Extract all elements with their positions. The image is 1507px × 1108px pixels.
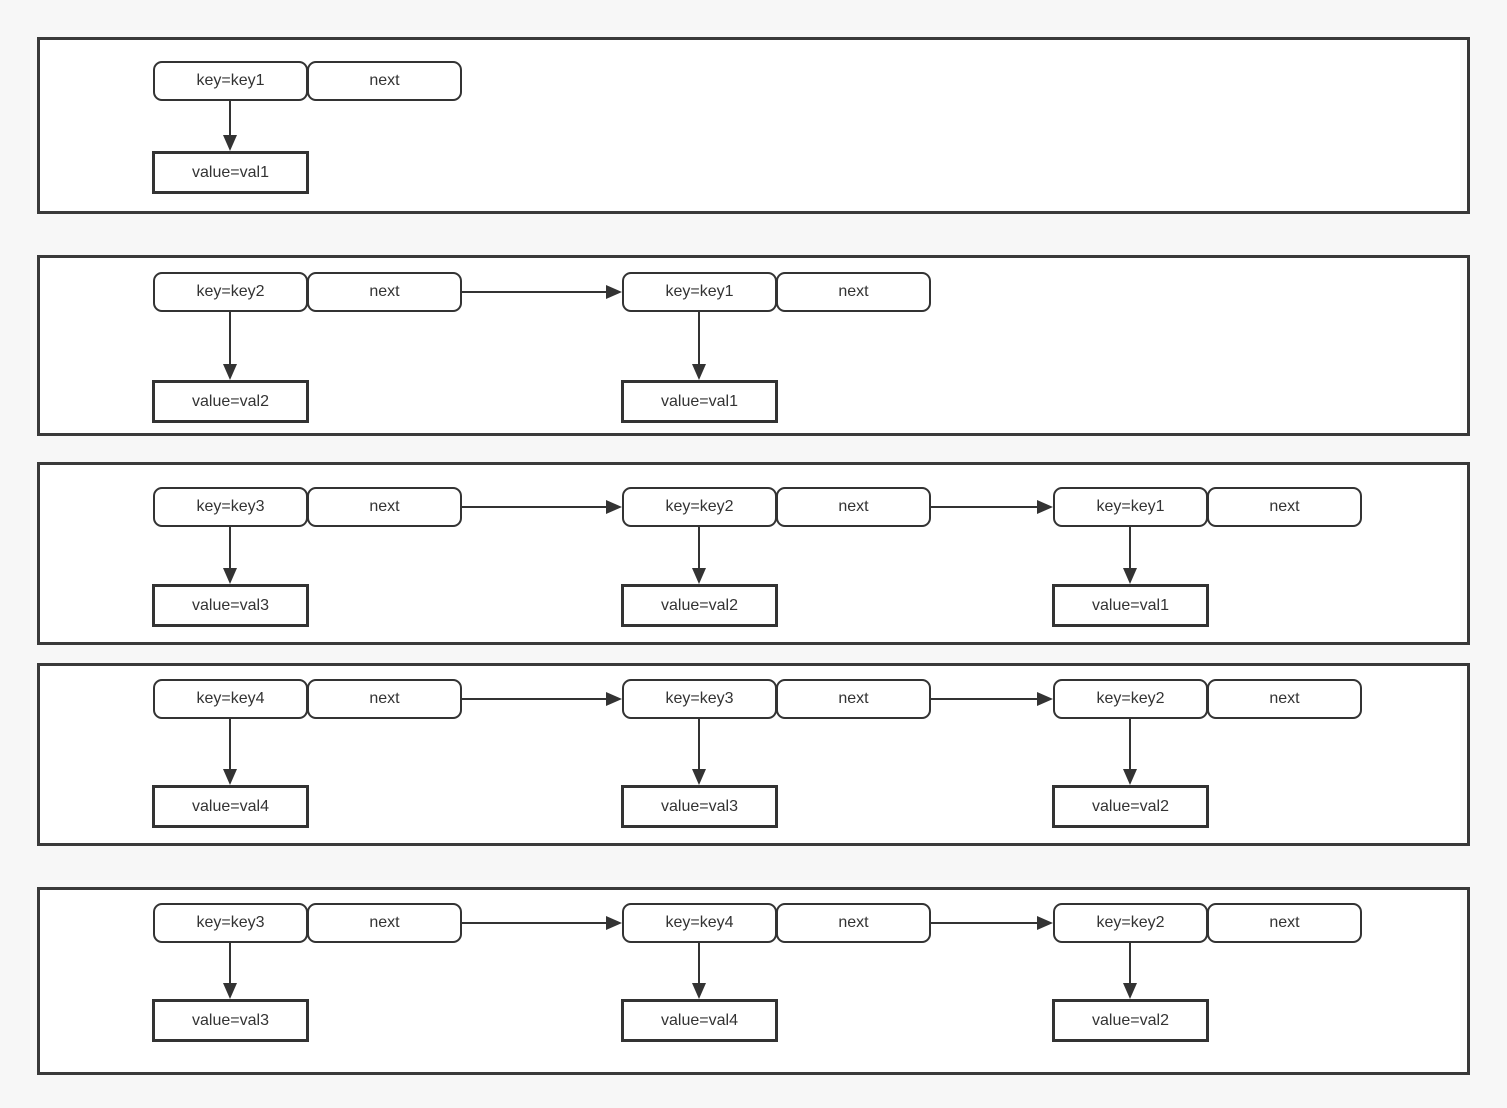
value-box: value=val4 xyxy=(621,999,778,1042)
key-box: key=key2 xyxy=(1053,679,1208,719)
step-panel-4: key=key4 next value=val4 key=key3 next v… xyxy=(37,663,1470,846)
down-arrow-icon xyxy=(1123,719,1137,785)
right-arrow-icon xyxy=(462,500,622,514)
next-pointer-box: next xyxy=(776,679,931,719)
value-box: value=val3 xyxy=(621,785,778,828)
next-pointer-box: next xyxy=(307,679,462,719)
next-pointer-box: next xyxy=(776,487,931,527)
value-box: value=val3 xyxy=(152,999,309,1042)
key-box: key=key3 xyxy=(153,487,308,527)
right-arrow-icon xyxy=(931,916,1053,930)
key-box: key=key4 xyxy=(153,679,308,719)
step-panel-1: key=key1 next value=val1 xyxy=(37,37,1470,214)
key-box: key=key4 xyxy=(622,903,777,943)
right-arrow-icon xyxy=(462,916,622,930)
next-pointer-box: next xyxy=(1207,679,1362,719)
value-box: value=val1 xyxy=(621,380,778,423)
key-box: key=key3 xyxy=(153,903,308,943)
next-pointer-box: next xyxy=(307,61,462,101)
right-arrow-icon xyxy=(931,500,1053,514)
right-arrow-icon xyxy=(462,692,622,706)
down-arrow-icon xyxy=(692,943,706,999)
down-arrow-icon xyxy=(1123,943,1137,999)
key-box: key=key1 xyxy=(622,272,777,312)
down-arrow-icon xyxy=(692,719,706,785)
value-box: value=val2 xyxy=(621,584,778,627)
next-pointer-box: next xyxy=(776,272,931,312)
value-box: value=val2 xyxy=(1052,785,1209,828)
step-panel-3: key=key3 next value=val3 key=key2 next v… xyxy=(37,462,1470,645)
down-arrow-icon xyxy=(692,527,706,584)
down-arrow-icon xyxy=(223,943,237,999)
right-arrow-icon xyxy=(931,692,1053,706)
key-box: key=key3 xyxy=(622,679,777,719)
value-box: value=val2 xyxy=(152,380,309,423)
right-arrow-icon xyxy=(462,285,622,299)
value-box: value=val4 xyxy=(152,785,309,828)
value-box: value=val1 xyxy=(152,151,309,194)
down-arrow-icon xyxy=(223,312,237,380)
down-arrow-icon xyxy=(223,101,237,151)
next-pointer-box: next xyxy=(307,903,462,943)
value-box: value=val2 xyxy=(1052,999,1209,1042)
next-pointer-box: next xyxy=(776,903,931,943)
next-pointer-box: next xyxy=(307,272,462,312)
value-box: value=val3 xyxy=(152,584,309,627)
down-arrow-icon xyxy=(692,312,706,380)
down-arrow-icon xyxy=(223,527,237,584)
key-box: key=key1 xyxy=(153,61,308,101)
key-box: key=key2 xyxy=(1053,903,1208,943)
key-box: key=key2 xyxy=(153,272,308,312)
key-box: key=key1 xyxy=(1053,487,1208,527)
next-pointer-box: next xyxy=(307,487,462,527)
down-arrow-icon xyxy=(1123,527,1137,584)
value-box: value=val1 xyxy=(1052,584,1209,627)
step-panel-2: key=key2 next value=val2 key=key1 next v… xyxy=(37,255,1470,436)
down-arrow-icon xyxy=(223,719,237,785)
key-box: key=key2 xyxy=(622,487,777,527)
step-panel-5: key=key3 next value=val3 key=key4 next v… xyxy=(37,887,1470,1075)
next-pointer-box: next xyxy=(1207,903,1362,943)
next-pointer-box: next xyxy=(1207,487,1362,527)
